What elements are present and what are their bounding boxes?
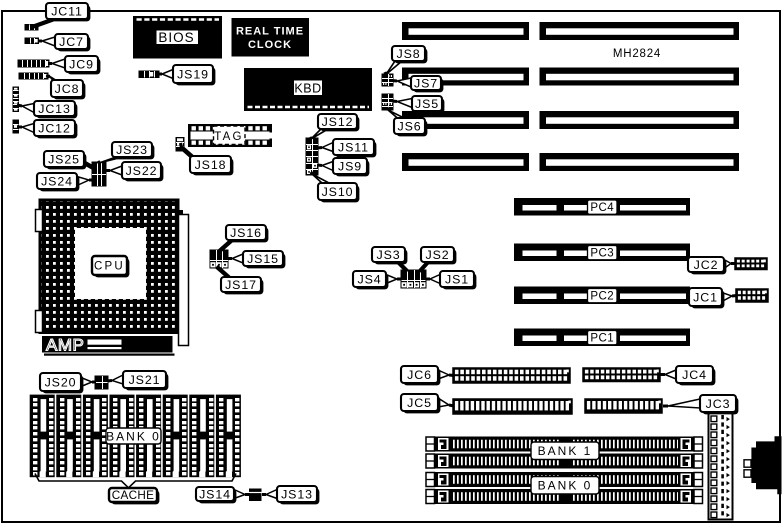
svg-text:JS8: JS8	[396, 47, 420, 61]
svg-text:JS15: JS15	[247, 252, 279, 266]
svg-text:JS5: JS5	[415, 97, 439, 111]
svg-text:JS6: JS6	[397, 120, 421, 134]
svg-text:PC1: PC1	[590, 332, 614, 344]
svg-text:BANK 1: BANK 1	[538, 444, 593, 458]
svg-text:REAL TIME: REAL TIME	[236, 26, 304, 38]
svg-text:JS9: JS9	[338, 160, 362, 174]
svg-text:JS1: JS1	[445, 273, 469, 287]
svg-text:MH2824: MH2824	[613, 48, 661, 60]
svg-text:JC7: JC7	[59, 35, 84, 49]
svg-text:PC4: PC4	[590, 202, 614, 214]
svg-text:JS23: JS23	[116, 143, 148, 157]
svg-text:KBD: KBD	[294, 82, 321, 96]
svg-text:BANK 0: BANK 0	[538, 479, 593, 493]
svg-text:JC4: JC4	[682, 368, 707, 382]
svg-text:CLOCK: CLOCK	[248, 39, 292, 51]
svg-text:JC12: JC12	[38, 122, 71, 136]
svg-text:JC2: JC2	[694, 258, 719, 272]
svg-text:JS22: JS22	[126, 164, 158, 178]
svg-text:JS12: JS12	[322, 115, 354, 129]
svg-text:JS4: JS4	[357, 273, 381, 287]
svg-text:JS7: JS7	[414, 77, 438, 91]
svg-text:JS11: JS11	[338, 141, 369, 155]
svg-text:CACHE: CACHE	[112, 489, 154, 502]
svg-text:AMP: AMP	[46, 336, 84, 355]
svg-text:JS25: JS25	[48, 153, 80, 167]
svg-text:JS24: JS24	[41, 175, 73, 189]
svg-text:JS18: JS18	[195, 158, 227, 172]
svg-text:JC5: JC5	[407, 396, 432, 410]
svg-text:JS14: JS14	[199, 488, 231, 502]
svg-text:TAG: TAG	[214, 131, 243, 143]
svg-text:JC9: JC9	[69, 58, 94, 72]
svg-text:JS10: JS10	[322, 185, 354, 199]
svg-text:JS3: JS3	[376, 248, 400, 262]
svg-text:JS16: JS16	[230, 226, 262, 240]
svg-text:JS21: JS21	[129, 373, 161, 387]
svg-text:JC1: JC1	[693, 291, 718, 305]
svg-text:JC8: JC8	[55, 82, 80, 96]
svg-text:JC6: JC6	[407, 368, 432, 382]
svg-text:JS13: JS13	[281, 488, 313, 502]
svg-text:BIOS: BIOS	[158, 30, 194, 45]
svg-text:CPU: CPU	[94, 261, 125, 273]
svg-text:JS19: JS19	[177, 68, 209, 82]
svg-text:BANK 0: BANK 0	[106, 429, 161, 443]
svg-text:JS20: JS20	[45, 376, 77, 390]
svg-text:JC13: JC13	[38, 102, 71, 116]
svg-text:PC2: PC2	[590, 290, 614, 302]
svg-text:PC3: PC3	[590, 247, 614, 259]
svg-text:JS17: JS17	[225, 278, 257, 292]
svg-text:JC11: JC11	[51, 5, 83, 19]
svg-text:JC3: JC3	[706, 397, 731, 411]
svg-text:JS2: JS2	[425, 248, 449, 262]
